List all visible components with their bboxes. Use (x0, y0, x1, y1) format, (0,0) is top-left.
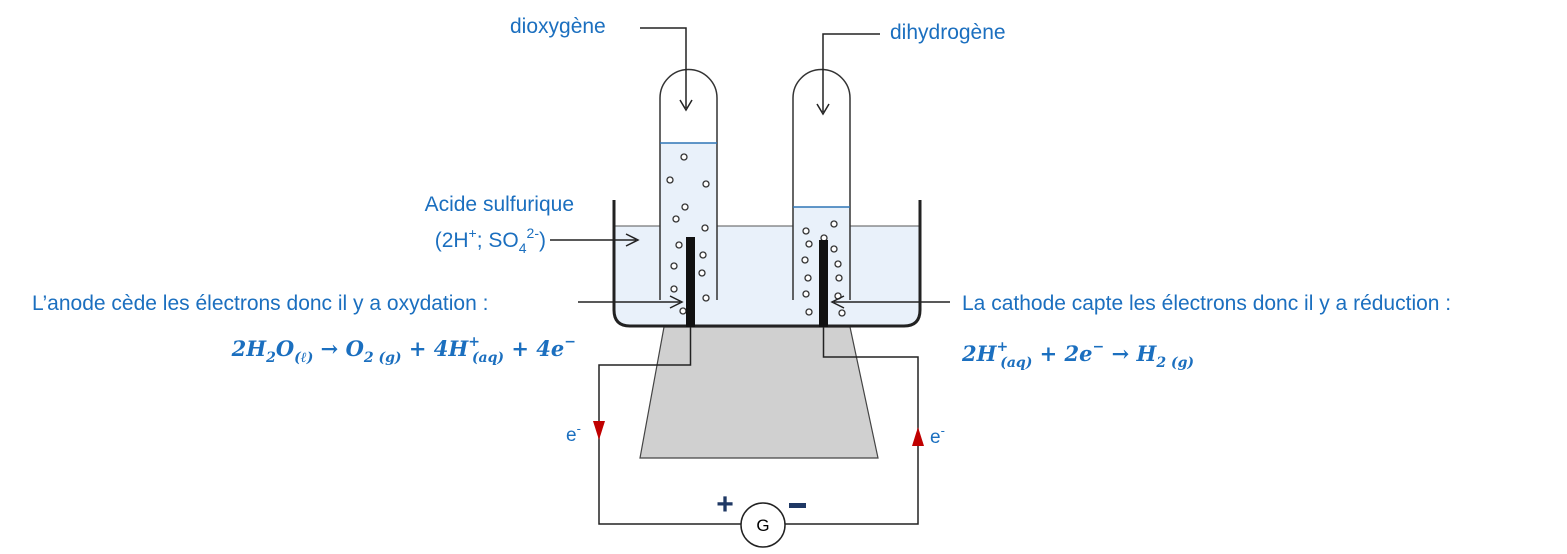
electron-right-label: e- (930, 423, 945, 448)
beaker (612, 200, 922, 328)
pointer-lines (550, 27, 950, 309)
oxygen-label: dioxygène (510, 15, 606, 38)
cathode-lead (784, 327, 919, 525)
plus-sign: + (716, 488, 734, 521)
galvanometer-label: G (756, 516, 769, 535)
electron-left-label: e- (566, 421, 581, 446)
minus-sign (789, 503, 806, 508)
electron-arrow-down (593, 421, 605, 440)
anode-equation: 2H2O(ℓ) → O2 (g) + 4H+(aq) + 4e− (231, 334, 576, 366)
anode (686, 237, 695, 327)
electron-arrow-up (912, 427, 924, 446)
oxygen-bubbles (666, 153, 710, 315)
acid-label-line2: (2H+; SO42-) (435, 225, 546, 256)
hydrogen-label: dihydrogène (890, 21, 1006, 44)
hydrogen-tube (792, 68, 851, 300)
cathode-equation: 2H+(aq) + 2e− → H2 (g) (961, 339, 1194, 371)
oxygen-tube (659, 68, 718, 300)
cathode-label: La cathode capte les électrons donc il y… (962, 292, 1451, 315)
cathode (819, 240, 828, 327)
stand (639, 326, 879, 459)
galvanometer (740, 502, 786, 548)
anode-lead (598, 327, 742, 525)
anode-label: L’anode cède les électrons donc il y a o… (32, 292, 488, 315)
acid-label-line1: Acide sulfurique (425, 193, 574, 216)
